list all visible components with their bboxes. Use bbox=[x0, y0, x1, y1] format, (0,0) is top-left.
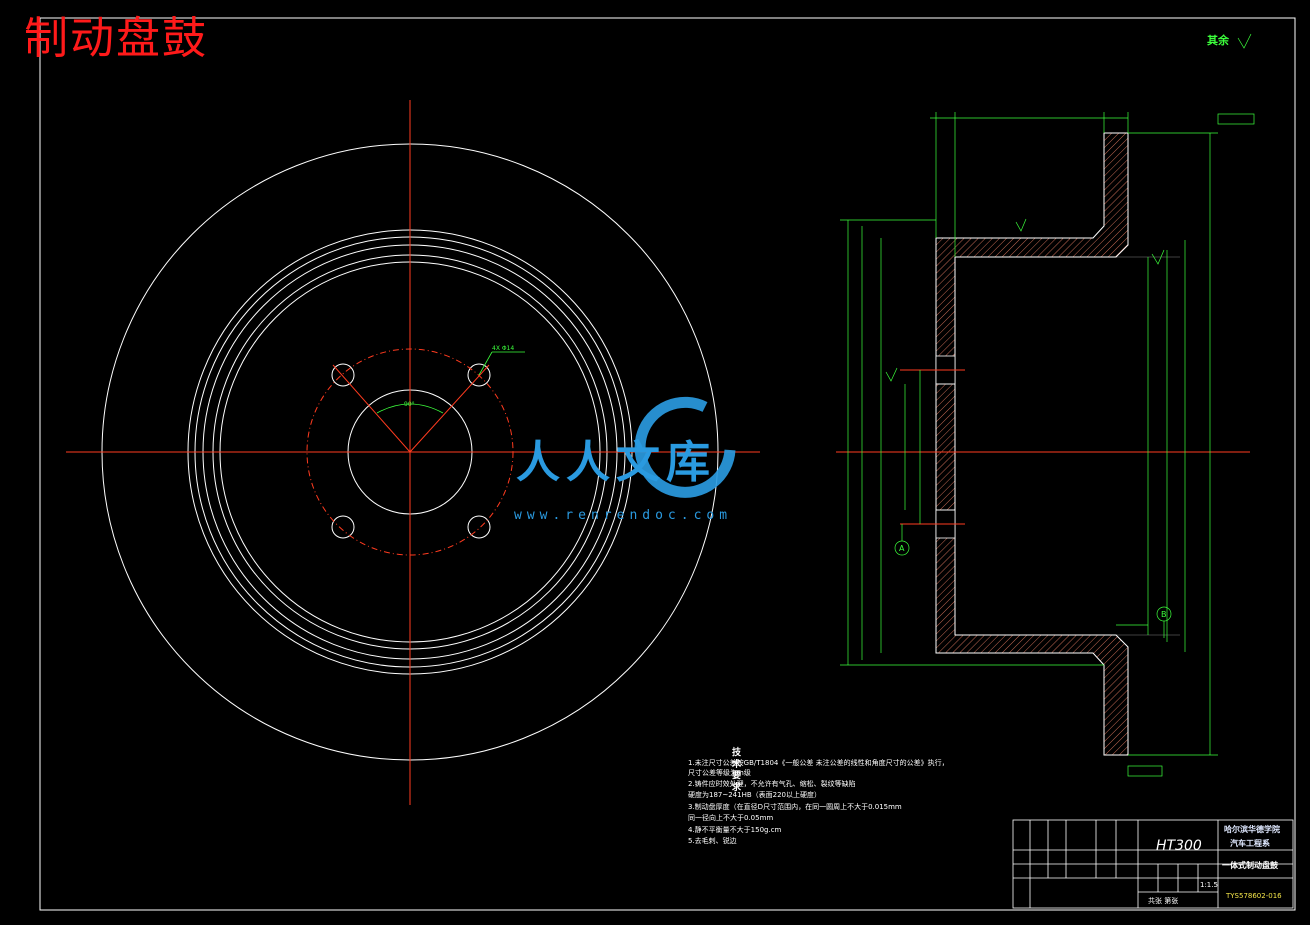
tech-line-6: 同一径向上不大于0.05mm bbox=[688, 814, 774, 822]
brand-logo-mark bbox=[634, 396, 736, 498]
bolt-axis-1 bbox=[332, 364, 411, 453]
tech-heading: 技术要求 bbox=[732, 748, 742, 793]
bolt-axis-2 bbox=[409, 364, 490, 453]
tolerance-frame-top bbox=[1217, 113, 1255, 125]
hole-leader bbox=[478, 351, 493, 376]
material-label: HT300 bbox=[1156, 838, 1202, 854]
brand-watermark: 人人文库 www.renrendoc.com bbox=[510, 398, 800, 528]
tech-line-3: 2.铸件应时效处理，不允许有气孔、缩松、裂纹等缺陷 bbox=[688, 780, 856, 788]
section-dimensions bbox=[840, 33, 1255, 777]
angle-arc bbox=[376, 403, 444, 414]
scale-label: 1:1.5 bbox=[1200, 881, 1218, 889]
bolt-hole-3 bbox=[331, 515, 355, 539]
roughness-symbol-1 bbox=[1151, 249, 1165, 265]
drawing-title: 制动盘鼓 bbox=[24, 13, 208, 64]
tech-line-7: 4.静不平衡量不大于150g.cm bbox=[688, 826, 782, 834]
tech-line-8: 5.去毛刺、锐边 bbox=[688, 837, 737, 845]
bolt-hole-1 bbox=[331, 363, 355, 387]
tech-line-2: 尺寸公差等级为m级 bbox=[688, 769, 751, 777]
tolerance-frame-bottom bbox=[1127, 765, 1163, 777]
datum-a-label: A bbox=[899, 544, 905, 553]
section-view bbox=[935, 132, 1180, 756]
part-name-label: 一体式制动盘鼓 bbox=[1222, 861, 1278, 870]
drawing-border bbox=[39, 17, 1296, 911]
department-label: 汽车工程系 bbox=[1230, 839, 1270, 848]
bolt-hole-4 bbox=[467, 515, 491, 539]
brand-ring bbox=[634, 396, 736, 498]
section-hatch-profile bbox=[935, 132, 1129, 756]
front-dimensions bbox=[376, 351, 525, 414]
school-label: 哈尔滨华德学院 bbox=[1224, 825, 1280, 834]
drawing-number-label: TYS578602-016 bbox=[1226, 892, 1282, 900]
title-block bbox=[1012, 819, 1294, 909]
roughness-symbol-3 bbox=[1015, 218, 1027, 232]
roughness-symbol-2 bbox=[885, 367, 898, 382]
section-centerlines bbox=[836, 369, 1250, 525]
roughness-symbol-main bbox=[1237, 33, 1252, 49]
bolt-hole-2 bbox=[467, 363, 491, 387]
bolt-circle bbox=[306, 348, 514, 556]
roughness-note: 其余 bbox=[1207, 34, 1229, 47]
hole-callout: 4X Φ14 bbox=[492, 345, 514, 352]
tech-line-1: 1.未注尺寸公差按GB/T1804《一般公差 未注公差的线性和角度尺寸的公差》执… bbox=[688, 759, 949, 767]
brand-name: 人人文库 bbox=[516, 437, 716, 488]
sheet-label: 共张 第张 bbox=[1148, 897, 1179, 905]
tech-line-5: 3.制动盘厚度（在直径D尺寸范围内，在同一圆周上不大于0.015mm bbox=[688, 803, 902, 811]
angle-label: 90° bbox=[404, 401, 415, 408]
brand-url: www.renrendoc.com bbox=[514, 508, 733, 523]
tech-line-4: 硬度为187~241HB（表面220以上硬度） bbox=[688, 791, 822, 799]
datum-b-label: B bbox=[1161, 610, 1167, 619]
